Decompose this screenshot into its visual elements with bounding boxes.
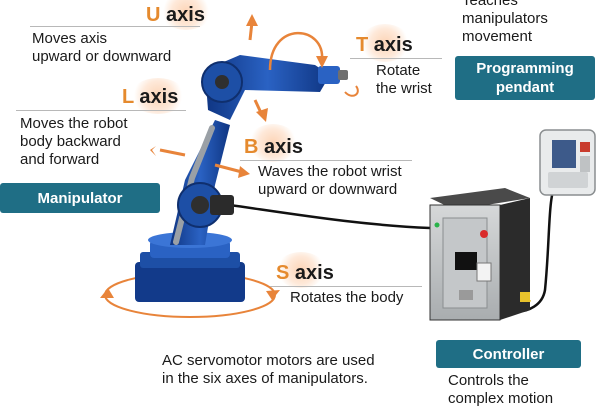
controller-label: Controller xyxy=(436,340,581,368)
s-axis-letter: S xyxy=(276,262,290,284)
footnote-text: AC servomotor motors are used in the six… xyxy=(162,352,375,387)
b-axis-rule xyxy=(240,160,412,161)
robot-cable xyxy=(229,203,431,230)
controller-cabinet xyxy=(429,188,530,321)
t-axis-word: axis xyxy=(373,34,413,56)
robot-upper-arm xyxy=(201,55,348,120)
t-axis-glow xyxy=(360,24,410,62)
t-axis-rule xyxy=(350,58,442,59)
teach-pendant xyxy=(539,129,596,196)
u-axis-glow xyxy=(160,0,212,30)
u-axis-label: U axis xyxy=(146,4,205,26)
t-axis-letter: T xyxy=(356,34,369,56)
wrist-rotation-arrow xyxy=(344,85,359,97)
u-axis-word: axis xyxy=(166,4,205,26)
u-axis-rule xyxy=(30,26,200,27)
b-axis-label: B axis xyxy=(244,136,303,158)
s-axis-arrowhead-left xyxy=(100,288,114,298)
s-axis-label: S axis xyxy=(276,262,334,284)
b-axis-description: Waves the robot wrist upward or downward xyxy=(258,163,402,198)
robot-base xyxy=(135,232,245,302)
s-axis-rule xyxy=(270,286,422,287)
l-axis-letter: L xyxy=(122,86,134,108)
s-axis-arrowhead-right xyxy=(266,290,280,300)
l-axis-arrow-right xyxy=(214,163,243,174)
s-axis-description: Rotates the body xyxy=(290,289,404,306)
controller-description: Controls the complex motion xyxy=(448,372,554,407)
b-axis-glow xyxy=(248,124,298,162)
s-axis-word: axis xyxy=(294,262,334,284)
manipulator-label: Manipulator xyxy=(0,183,160,213)
s-axis-glow xyxy=(276,252,326,288)
l-axis-arrow-left xyxy=(159,148,186,157)
t-axis-rotation-arrow xyxy=(268,31,324,71)
b-axis-word: axis xyxy=(264,136,303,158)
l-axis-description: Moves the robot body backward and forwar… xyxy=(20,115,128,168)
u-axis-letter: U xyxy=(146,4,161,26)
programming-pendant-label: Programming pendant xyxy=(455,56,595,100)
l-axis-glow xyxy=(130,78,186,114)
pendant-description: Teaches manipulators movement xyxy=(462,0,548,45)
l-axis-word: axis xyxy=(139,86,179,108)
t-axis-description: Rotate the wrist xyxy=(376,62,432,97)
l-axis-label: L axis xyxy=(122,86,178,108)
l-axis-rule xyxy=(16,110,186,111)
u-axis-description: Moves axis upward or downward xyxy=(32,30,172,65)
b-axis-letter: B xyxy=(244,136,259,158)
t-axis-label: T axis xyxy=(356,34,413,56)
robot-lower-arm xyxy=(170,120,234,245)
